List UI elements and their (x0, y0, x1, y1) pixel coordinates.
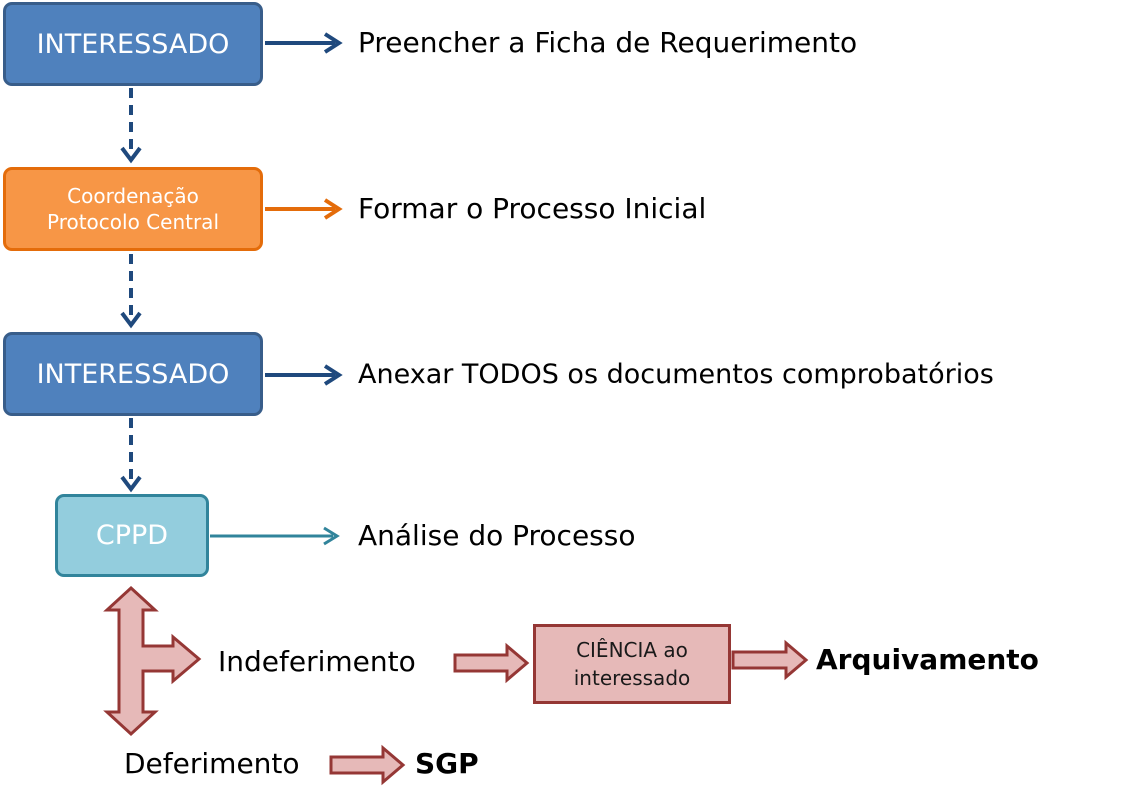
protocolo-box-line1: Coordenação (67, 184, 199, 208)
action-arrow-1 (265, 32, 343, 54)
sgp-label: SGP (415, 747, 479, 780)
action-label-2: Formar o Processo Inicial (358, 192, 707, 225)
decision-t-arrow (103, 585, 202, 737)
action-arrow-3 (265, 364, 343, 386)
action-label-4: Análise do Processo (358, 519, 636, 552)
dashed-connector-2-head (120, 311, 142, 329)
arquivamento-label: Arquivamento (816, 643, 1039, 676)
action-label-1: Preencher a Ficha de Requerimento (358, 26, 858, 59)
block-arrow-indeferimento (453, 642, 530, 684)
interessado-box-1: INTERESSADO (3, 2, 263, 86)
protocolo-box-line2: Protocolo Central (46, 210, 219, 234)
protocolo-central-box: Coordenação Protocolo Central (3, 167, 263, 251)
ciencia-box: CIÊNCIA ao interessado (533, 624, 731, 704)
ciencia-box-line1: CIÊNCIA ao (576, 638, 688, 662)
block-arrow-ciencia (731, 639, 809, 681)
interessado-box-2-label: INTERESSADO (36, 358, 230, 390)
action-arrow-2 (265, 198, 343, 220)
interessado-box-1-label: INTERESSADO (36, 28, 230, 60)
dashed-connectors (120, 88, 142, 493)
action-label-3: Anexar TODOS os documentos comprobatório… (358, 359, 994, 390)
indeferimento-label: Indeferimento (218, 645, 416, 678)
dashed-connector-3-head (120, 475, 142, 493)
action-arrow-4 (210, 526, 340, 546)
cppd-box-label: CPPD (95, 520, 169, 551)
cppd-box: CPPD (55, 494, 209, 577)
interessado-box-2: INTERESSADO (3, 332, 263, 416)
ciencia-box-line2: interessado (573, 666, 691, 690)
block-arrow-deferimento (329, 744, 406, 786)
dashed-connector-1-head (120, 146, 142, 164)
deferimento-label: Deferimento (124, 747, 300, 780)
